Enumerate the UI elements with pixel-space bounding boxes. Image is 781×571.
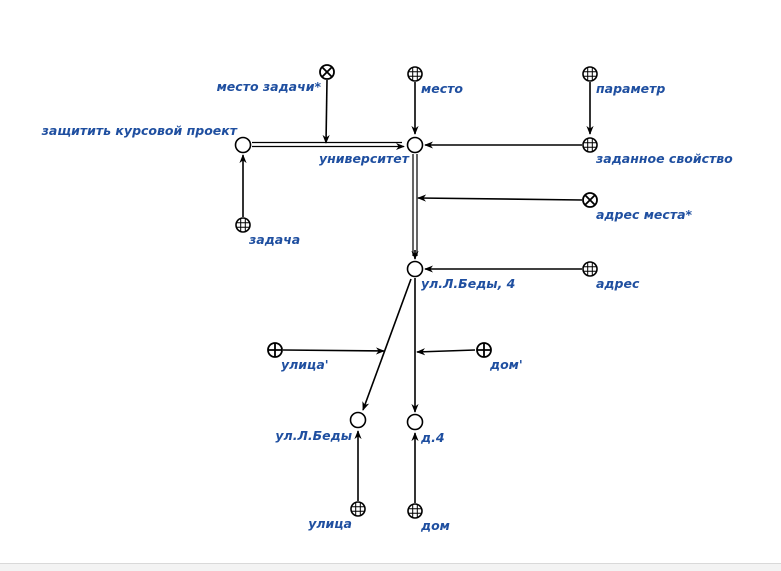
place-label: место <box>421 81 463 96</box>
address-value-node[interactable] <box>406 260 424 278</box>
task-label: задача <box>248 232 300 247</box>
task-place-node-icon[interactable] <box>319 64 335 80</box>
university-label: университет <box>319 151 410 166</box>
house-label: дом <box>420 518 450 533</box>
street-value-node[interactable] <box>349 411 367 429</box>
edge-place-address <box>417 194 583 202</box>
street-node-icon[interactable] <box>350 501 366 517</box>
address-value-label: ул.Л.Беды, 4 <box>421 276 515 291</box>
defend-project-node[interactable] <box>234 136 252 154</box>
place-address-node-icon[interactable] <box>582 192 598 208</box>
edge-house-prime <box>416 348 476 356</box>
address-node-icon[interactable] <box>582 261 598 277</box>
house-value-label: д.4 <box>420 430 445 445</box>
bottom-scroll-bar <box>0 563 781 571</box>
street-prime-label: улица' <box>281 357 329 372</box>
nodes <box>234 64 598 519</box>
house-prime-node-icon[interactable] <box>476 342 492 358</box>
given-property-label: заданное свойство <box>595 151 733 166</box>
labels: место задачи* место параметр защитить ку… <box>41 79 733 533</box>
street-prime-node-icon[interactable] <box>267 342 283 358</box>
edge-task-place <box>322 79 330 144</box>
university-node[interactable] <box>406 136 424 154</box>
defend-project-label: защитить курсовой проект <box>41 123 238 138</box>
parameter-node-icon[interactable] <box>582 66 598 82</box>
street-label: улица <box>308 516 352 531</box>
edge-street-prime <box>282 347 385 355</box>
place-address-label: адрес места* <box>596 207 693 222</box>
address-label: адрес <box>596 276 640 291</box>
house-value-node[interactable] <box>406 413 424 431</box>
edges <box>239 79 594 503</box>
street-value-label: ул.Л.Беды <box>275 428 352 443</box>
task-place-label: место задачи* <box>217 79 322 94</box>
house-prime-label: дом' <box>489 357 523 372</box>
edge-address-to-street-value <box>362 278 412 411</box>
given-property-node-icon[interactable] <box>582 137 598 153</box>
house-node-icon[interactable] <box>407 503 423 519</box>
place-node-icon[interactable] <box>407 66 423 82</box>
task-node-icon[interactable] <box>235 217 251 233</box>
parameter-label: параметр <box>596 81 665 96</box>
